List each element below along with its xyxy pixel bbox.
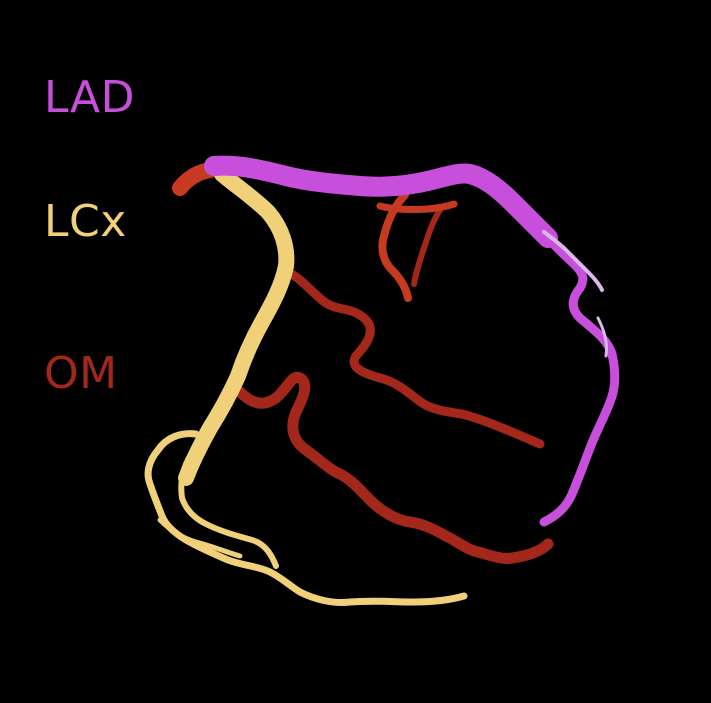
legend-label-om: OM <box>44 348 118 399</box>
lcx-lower-branch <box>157 517 243 559</box>
lcx-vessels <box>144 166 468 606</box>
om-branch-middle <box>234 371 554 564</box>
om-vessels <box>172 162 554 564</box>
lad-distal <box>539 233 620 527</box>
om-branch-diag <box>411 207 443 287</box>
lcx-main <box>178 166 295 486</box>
lad-septal <box>542 230 604 292</box>
lcx-inner-loop <box>178 453 279 569</box>
lm-ostium <box>172 162 218 196</box>
lcx-loop <box>144 430 468 606</box>
legend-label-lad: LAD <box>44 72 136 123</box>
lad-main <box>204 155 558 248</box>
om-stub-top <box>376 200 458 214</box>
lad-diag-small <box>596 316 608 358</box>
legend-label-lcx: LCx <box>44 196 127 247</box>
om-branch-ramus <box>378 191 412 302</box>
lad-vessels <box>204 155 620 527</box>
om-branch-upper <box>283 267 545 449</box>
